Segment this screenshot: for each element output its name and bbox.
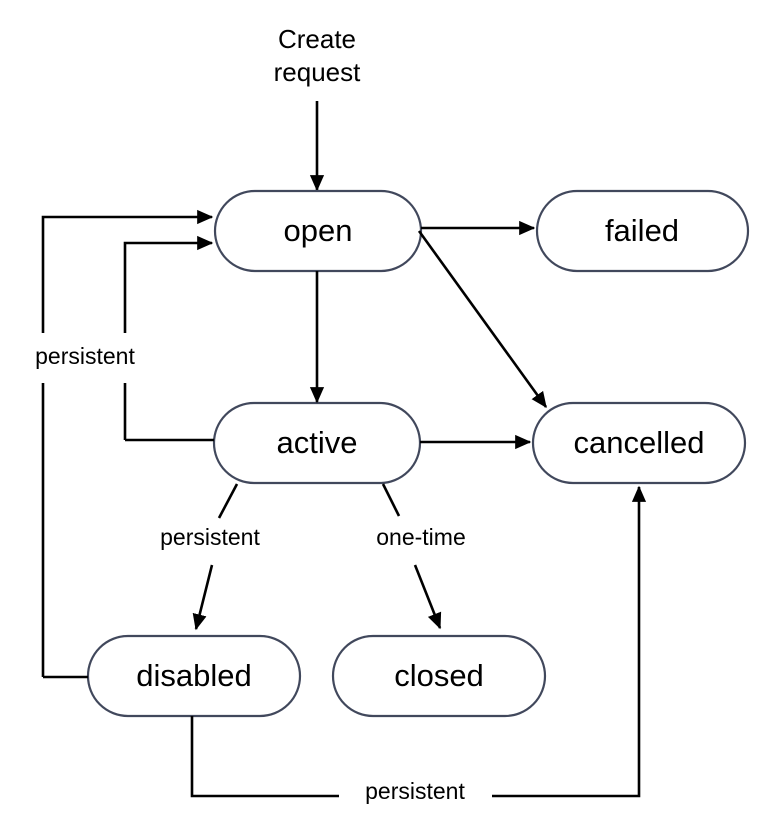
edge-active-to-open-upper bbox=[123, 235, 214, 333]
edge-active-to-closed bbox=[413, 564, 442, 630]
node-failed[interactable]: failed bbox=[535, 189, 750, 273]
node-disabled-label: disabled bbox=[136, 658, 251, 693]
node-active[interactable]: active bbox=[212, 401, 422, 485]
entry-label-line1: Create bbox=[278, 24, 356, 54]
node-open[interactable]: open bbox=[213, 189, 423, 273]
edge-active-to-disabled bbox=[192, 564, 214, 631]
edge-disabled-to-open-upper bbox=[41, 209, 214, 333]
entry-label-line2: request bbox=[274, 57, 361, 87]
node-failed-label: failed bbox=[605, 213, 679, 248]
edge-active-to-closed-stub bbox=[381, 483, 401, 517]
entry-label-group: Create request bbox=[274, 24, 361, 87]
node-closed[interactable]: closed bbox=[331, 634, 547, 718]
node-cancelled-shape bbox=[531, 401, 747, 485]
node-cancelled-label: cancelled bbox=[574, 425, 705, 460]
edge-disabled-to-cancelled-right bbox=[492, 485, 647, 798]
node-open-label: open bbox=[284, 213, 353, 248]
node-closed-label: closed bbox=[394, 658, 484, 693]
edge-disabled-to-cancelled-left bbox=[190, 716, 339, 798]
node-disabled[interactable]: disabled bbox=[86, 634, 302, 718]
edge-label-active-persistent: persistent bbox=[160, 524, 260, 550]
node-cancelled[interactable]: cancelled bbox=[531, 401, 747, 485]
edge-label-left-persistent: persistent bbox=[35, 343, 135, 369]
edge-open-to-cancelled bbox=[417, 230, 548, 409]
edge-label-bottom-persistent: persistent bbox=[365, 778, 465, 804]
node-active-label: active bbox=[277, 425, 358, 460]
node-failed-shape bbox=[535, 189, 750, 273]
edge-active-to-disabled-stub bbox=[217, 483, 239, 519]
edge-label-active-one-time: one-time bbox=[376, 524, 465, 550]
node-closed-shape bbox=[331, 634, 547, 718]
